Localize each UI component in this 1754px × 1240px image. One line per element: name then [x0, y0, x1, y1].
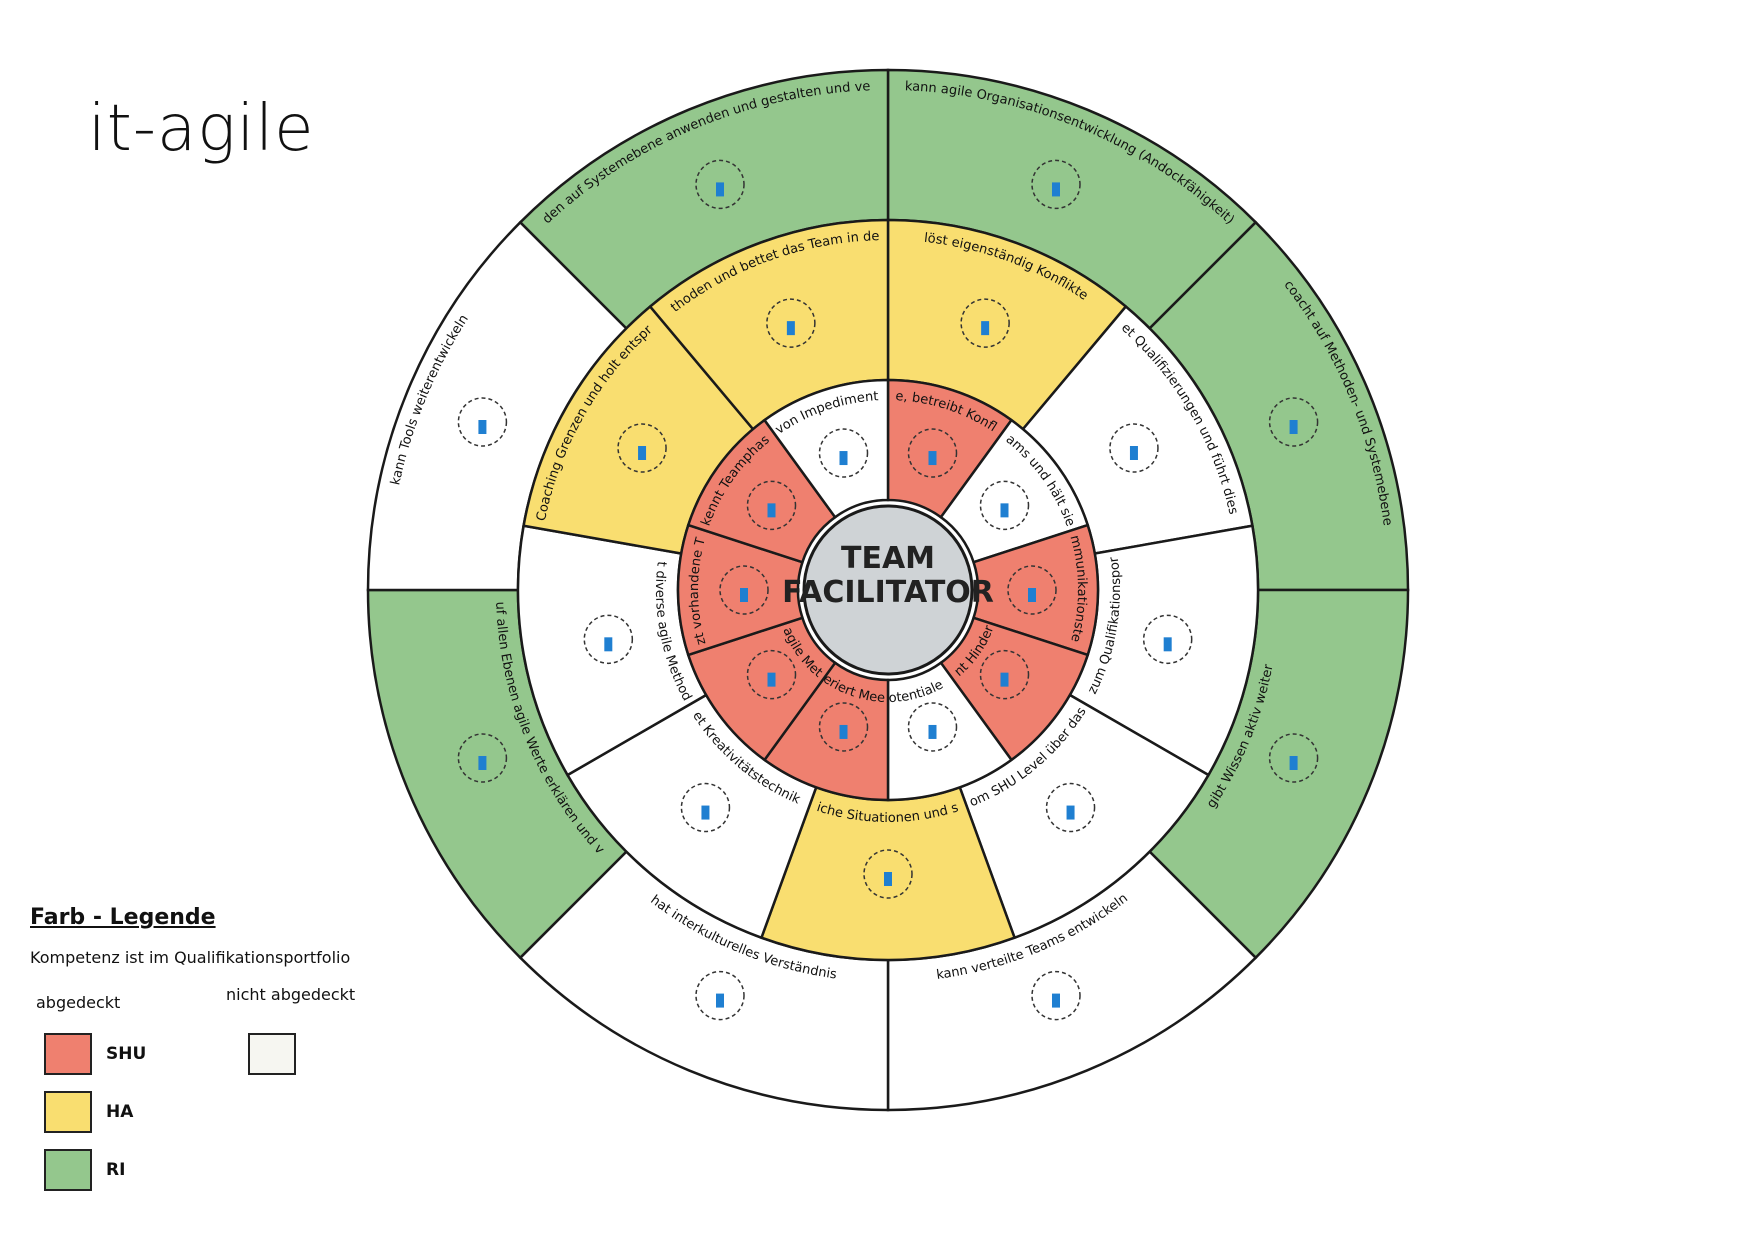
center-hub: TEAM FACILITATOR [782, 504, 994, 676]
legend-item-shu: SHU [44, 1033, 146, 1075]
outer-figure-icon-6 [478, 420, 487, 435]
middle-figure-icon-2 [1163, 637, 1172, 652]
legend-swatch-shu [44, 1033, 92, 1075]
outer-illustration-icon-5 [457, 733, 508, 783]
center-title-line2: FACILITATOR [782, 575, 994, 610]
middle-figure-icon-5 [701, 805, 710, 820]
inner-figure-icon-3 [1000, 672, 1009, 687]
legend-label-ri: RI [106, 1160, 126, 1180]
inner-figure-icon-6 [767, 672, 776, 687]
middle-illustration-icon-5 [680, 782, 731, 833]
middle-illustration-icon-3 [1045, 782, 1096, 833]
legend-swatch-none [248, 1033, 296, 1075]
outer-illustration-icon-1 [1268, 397, 1319, 447]
outer-figure-icon-3 [1051, 993, 1060, 1008]
middle-illustration-icon-6 [583, 614, 634, 665]
outer-figure-icon-4 [716, 993, 725, 1008]
middle-figure-icon-8 [786, 321, 795, 336]
center-title-line1: TEAM [841, 541, 935, 576]
outer-figure-icon-0 [1051, 182, 1060, 197]
middle-illustration-icon-4 [863, 849, 913, 899]
outer-figure-icon-5 [478, 755, 487, 770]
middle-figure-icon-0 [981, 321, 990, 336]
legend-subtitle: Kompetenz ist im Qualifikationsportfolio [30, 948, 351, 967]
it-agile-logo: it-agile [88, 92, 315, 166]
color-legend: Farb - Legende Kompetenz ist im Qualifik… [30, 905, 390, 1223]
legend-swatch-ri [44, 1149, 92, 1191]
legend-item-ri: RI [44, 1149, 125, 1191]
inner-illustration-icon-8 [746, 480, 797, 531]
legend-not-covered-heading: nicht abgedeckt [226, 985, 356, 1004]
middle-illustration-icon-8 [766, 298, 816, 348]
middle-ring [516, 218, 1260, 962]
legend-label-ha: HA [106, 1102, 134, 1122]
middle-figure-icon-4 [884, 872, 892, 886]
inner-figure-icon-7 [740, 588, 748, 602]
outer-figure-icon-2 [1289, 755, 1298, 770]
legend-swatch-ha [44, 1091, 92, 1133]
inner-illustration-icon-4 [907, 702, 958, 752]
inner-illustration-icon-9 [818, 428, 869, 478]
inner-illustration-icon-0 [907, 428, 958, 478]
inner-segment-9 [762, 378, 890, 519]
middle-illustration-icon-1 [1109, 423, 1159, 473]
outer-figure-icon-1 [1289, 420, 1298, 435]
middle-figure-icon-1 [1129, 446, 1138, 460]
inner-illustration-icon-7 [719, 565, 769, 615]
inner-figure-icon-0 [928, 451, 937, 466]
inner-figure-icon-4 [928, 724, 937, 739]
inner-illustration-icon-6 [746, 649, 797, 700]
middle-illustration-icon-0 [960, 298, 1010, 348]
inner-figure-icon-8 [767, 503, 776, 518]
middle-illustration-icon-7 [617, 423, 667, 473]
inner-figure-icon-9 [839, 451, 848, 466]
legend-item-none [248, 1033, 296, 1075]
inner-figure-icon-2 [1028, 588, 1036, 602]
outer-illustration-icon-3 [1031, 970, 1081, 1021]
outer-illustration-icon-6 [457, 397, 508, 447]
inner-figure-icon-1 [1000, 503, 1009, 518]
outer-illustration-icon-2 [1268, 733, 1319, 783]
inner-illustration-icon-5 [818, 702, 869, 752]
middle-figure-icon-3 [1066, 805, 1075, 820]
legend-covered-heading: abgedeckt [36, 993, 121, 1012]
outer-illustration-icon-0 [1031, 159, 1081, 210]
outer-illustration-icon-4 [695, 970, 745, 1021]
outer-ring [366, 68, 1410, 1112]
inner-illustration-icon-1 [979, 480, 1030, 531]
middle-figure-icon-7 [638, 446, 647, 460]
middle-illustration-icon-2 [1142, 614, 1193, 665]
legend-item-ha: HA [44, 1091, 133, 1133]
legend-label-shu: SHU [106, 1044, 147, 1064]
outer-illustration-icon-7 [695, 159, 745, 210]
center-circle [802, 504, 974, 676]
legend-title: Farb - Legende [30, 905, 216, 930]
inner-ring [676, 378, 1100, 802]
middle-figure-icon-6 [604, 637, 613, 652]
inner-figure-icon-5 [839, 724, 848, 739]
outer-figure-icon-7 [716, 182, 725, 197]
inner-illustration-icon-3 [979, 649, 1030, 700]
legend-columns: abgedeckt nicht abgedeckt SHU HA RI [30, 985, 390, 1223]
inner-illustration-icon-2 [1007, 565, 1057, 615]
